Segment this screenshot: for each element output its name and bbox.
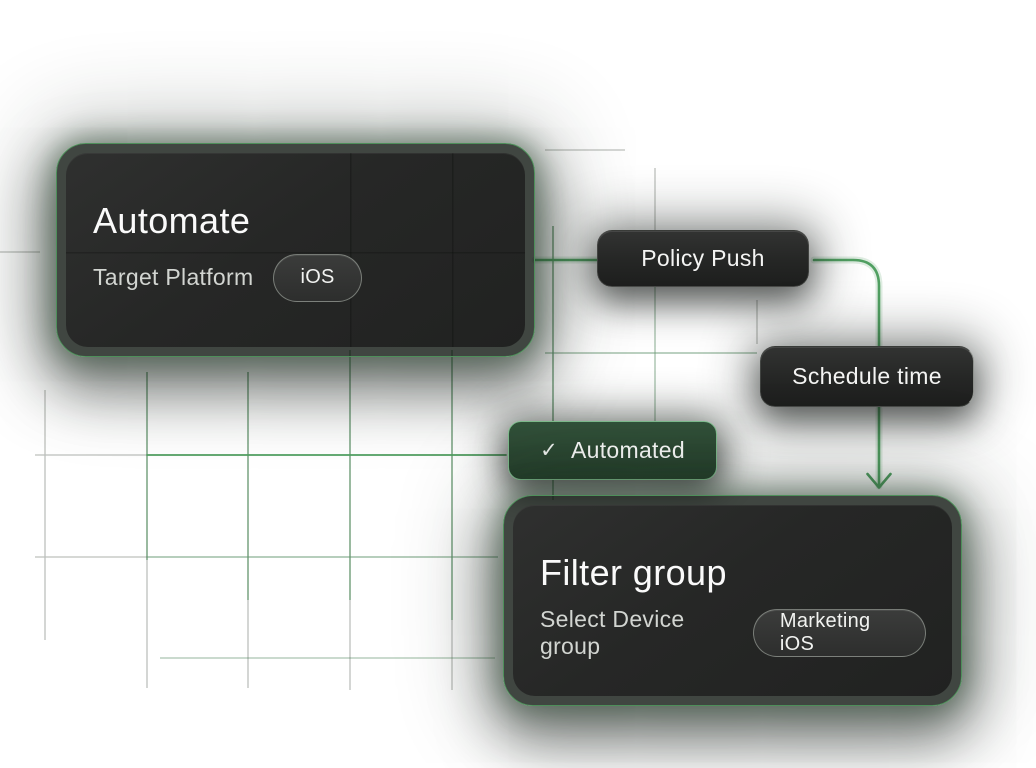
filter-group-card-row: Select Device group Marketing iOS	[540, 606, 926, 660]
target-platform-label: Target Platform	[93, 264, 254, 291]
arrowhead-icon	[866, 472, 892, 489]
ios-chip-label: iOS	[300, 266, 335, 289]
connector-policy-to-schedule	[812, 258, 881, 352]
policy-push-label: Policy Push	[641, 245, 765, 271]
filter-group-card-body: Filter group Select Device group Marketi…	[513, 505, 952, 696]
automate-card-row: Target Platform iOS	[93, 253, 499, 302]
automated-badge[interactable]: ✓ Automated	[508, 421, 717, 480]
marketing-ios-chip-label: Marketing iOS	[779, 609, 871, 655]
marketing-ios-chip[interactable]: Marketing iOS	[752, 608, 926, 657]
schedule-time-label: Schedule time	[792, 363, 942, 389]
automate-card-body: Automate Target Platform iOS	[66, 153, 525, 347]
automated-badge-label: Automated	[570, 437, 685, 463]
filter-group-card-title: Filter group	[540, 552, 727, 593]
check-icon: ✓	[540, 439, 558, 462]
policy-push-node[interactable]: Policy Push	[597, 230, 809, 287]
automate-card-title: Automate	[93, 200, 251, 241]
automate-card[interactable]: Automate Target Platform iOS	[56, 143, 535, 357]
ios-chip[interactable]: iOS	[273, 253, 362, 302]
schedule-time-node[interactable]: Schedule time	[760, 346, 974, 407]
select-device-group-label: Select Device group	[540, 605, 685, 659]
filter-group-card[interactable]: Filter group Select Device group Marketi…	[503, 495, 962, 706]
